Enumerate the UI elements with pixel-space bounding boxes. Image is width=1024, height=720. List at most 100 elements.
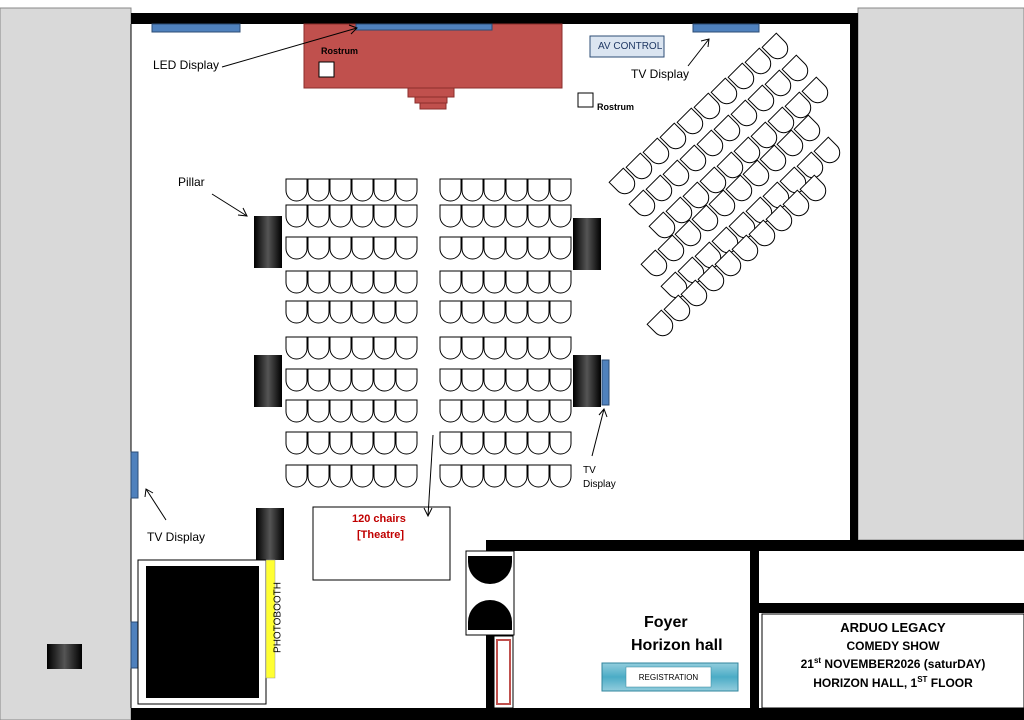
chair [549,300,572,324]
chair-diagonal [727,62,755,90]
arrow-pillar [211,193,248,217]
chair-diagonal [784,91,812,119]
photobooth-booth [146,566,259,698]
chair [351,464,374,488]
door-half-bottom [468,600,512,630]
chair [395,431,418,455]
chair-diagonal [693,92,721,120]
chair [329,236,352,260]
chair-diagonal [742,159,770,187]
chair [461,270,484,294]
pillar-label: Pillar [178,175,205,189]
chair [351,336,374,360]
chair-diagonal [628,189,656,217]
left-outer-area [0,7,132,720]
chair [373,336,396,360]
chair [307,236,330,260]
chair [307,336,330,360]
chair [505,236,528,260]
chair [549,178,572,202]
chair [527,204,550,228]
chair [329,464,352,488]
chair [505,464,528,488]
chair [527,236,550,260]
chair [329,431,352,455]
event-box-top-wall [759,603,1024,613]
chair [439,368,462,392]
chair [549,368,572,392]
chair-diagonal [676,107,704,135]
chair [483,236,506,260]
chair-diagonal [657,234,685,262]
chair [395,204,418,228]
right-outer-area [857,7,1024,541]
chair [307,300,330,324]
chair [505,270,528,294]
chair [461,204,484,228]
door-mat [493,635,514,709]
chair [505,204,528,228]
chair [483,431,506,455]
chair [461,300,484,324]
chair-diagonal [691,204,719,232]
tv-display-top-right [692,23,760,33]
chair [351,300,374,324]
chair-diagonal [714,249,742,277]
chair-diagonal [645,174,673,202]
event-venue: HORIZON HALL, 1ST FLOOR [762,675,1024,690]
chair [373,464,396,488]
event-floor-word: FLOOR [927,676,973,690]
chair [461,236,484,260]
chair [329,204,352,228]
chair-diagonal [765,204,793,232]
chair [439,236,462,260]
event-date-rest: NOVEMBER2026 (saturDAY) [821,657,986,671]
chair-diagonal [725,174,753,202]
chair-diagonal [642,137,670,165]
chair [395,300,418,324]
chair [285,178,308,202]
chair [505,300,528,324]
chair [307,368,330,392]
chair-diagonal [697,264,725,292]
chair [351,431,374,455]
chair [549,204,572,228]
chair [483,464,506,488]
chair [351,204,374,228]
chair-diagonal [716,151,744,179]
door-half-top [468,556,512,584]
chair-diagonal [750,121,778,149]
chair [395,336,418,360]
chair-diagonal [781,54,809,82]
chair [373,236,396,260]
chair [373,399,396,423]
tv-display-right [601,359,610,406]
chair [285,204,308,228]
chair-diagonal [682,181,710,209]
chair [285,236,308,260]
chair [307,204,330,228]
chair [329,336,352,360]
pillar-6 [47,644,82,669]
seating-note-box [312,506,451,581]
chair [439,204,462,228]
chair [439,178,462,202]
chair [483,300,506,324]
horizon-hall-label: Horizon hall [631,637,723,654]
tv-display-right-label-1: TV [583,465,596,476]
chair [329,368,352,392]
chair [395,236,418,260]
chair-diagonal [674,219,702,247]
hall-right-wall [850,13,858,541]
chair-diagonal [744,47,772,75]
event-day-suffix: st [813,656,822,665]
chair [351,270,374,294]
chair-diagonal [699,166,727,194]
chair-diagonal [710,77,738,105]
tv-display-left-wall [130,451,139,499]
arrow-led-display [221,27,358,68]
chair [439,431,462,455]
event-day: 21 [800,657,814,671]
lobby-wall [486,630,494,710]
chair [483,368,506,392]
